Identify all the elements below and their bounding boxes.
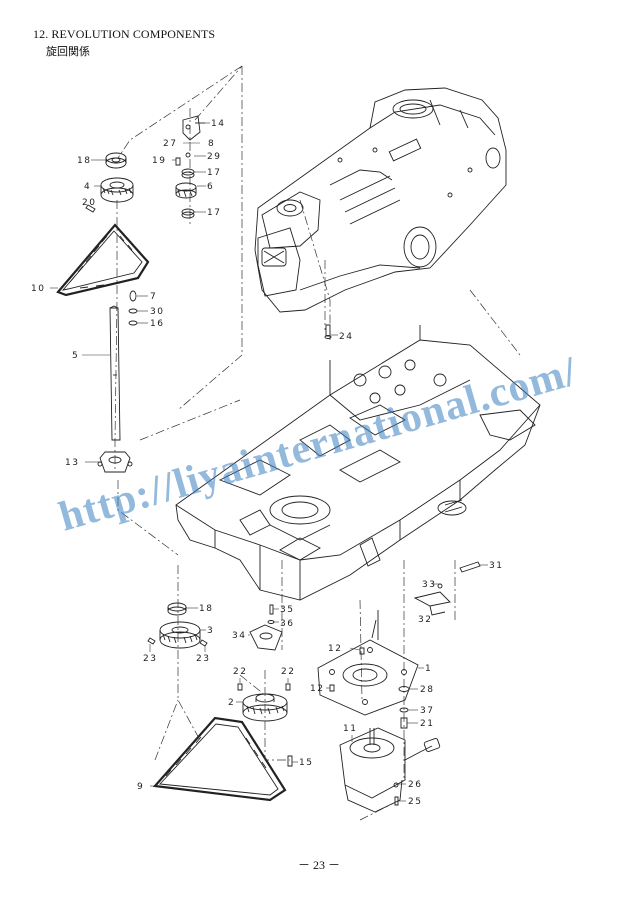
part-label-37: 37 — [420, 706, 434, 716]
motor-unit — [339, 727, 441, 813]
screw-15 — [287, 755, 293, 767]
part-label-12: 12 — [328, 644, 342, 654]
upper-arm-casting — [254, 87, 507, 313]
part-label-27: 27 — [163, 139, 177, 149]
part-label-3: 3 — [207, 626, 214, 636]
part-label-22: 22 — [281, 667, 295, 677]
part-label-13: 13 — [65, 458, 79, 468]
part-label-7: 7 — [150, 292, 157, 302]
part-label-4: 4 — [84, 182, 91, 192]
part-label-16: 16 — [150, 319, 164, 329]
vertical-shaft — [97, 290, 138, 473]
part-label-5: 5 — [72, 351, 79, 361]
part-label-11: 11 — [343, 724, 357, 734]
motor-pulley-assembly — [237, 683, 291, 722]
part-label-32: 32 — [418, 615, 432, 625]
bed-casting — [175, 325, 541, 601]
part-label-19: 19 — [152, 156, 166, 166]
bracket-34 — [249, 604, 283, 651]
part-label-23: 23 — [196, 654, 210, 664]
part-label-22: 22 — [233, 667, 247, 677]
part-label-12: 12 — [310, 684, 324, 694]
part-label-17: 17 — [207, 168, 221, 178]
part-label-21: 21 — [420, 719, 434, 729]
part-label-35: 35 — [280, 605, 294, 615]
part-label-30: 30 — [150, 307, 164, 317]
motor-base-plate — [317, 610, 419, 716]
part-label-14: 14 — [211, 119, 225, 129]
part-label-33: 33 — [422, 580, 436, 590]
part-labels: 14 27 8 18 19 29 17 4 6 20 17 10 7 30 16… — [31, 119, 503, 807]
leader-lines — [50, 122, 488, 802]
part-label-23: 23 — [143, 654, 157, 664]
timing-belt-lower — [152, 716, 287, 802]
center-lines — [114, 65, 521, 821]
page-subtitle: 旋回関係 — [46, 45, 90, 58]
timing-belt-upper — [56, 223, 150, 297]
part-label-17: 17 — [207, 208, 221, 218]
page-title: 12. REVOLUTION COMPONENTS — [33, 27, 216, 41]
part-label-1: 1 — [425, 664, 432, 674]
part-label-18: 18 — [77, 156, 91, 166]
part-label-20: 20 — [82, 198, 96, 208]
part-label-31: 31 — [489, 561, 503, 571]
watermark-url[interactable]: http://liyainternational.com/ — [54, 348, 583, 540]
part-label-15: 15 — [299, 758, 313, 768]
part-label-29: 29 — [207, 152, 221, 162]
part-label-36: 36 — [280, 619, 294, 629]
part-label-10: 10 — [31, 284, 45, 294]
part-label-34: 34 — [232, 631, 246, 641]
upper-pulley-assembly — [85, 115, 205, 219]
part-label-6: 6 — [207, 182, 214, 192]
part-label-9: 9 — [137, 782, 144, 792]
part-label-2: 2 — [228, 698, 235, 708]
part-label-25: 25 — [408, 797, 422, 807]
page-number: － 23 － — [297, 858, 340, 872]
part-label-18: 18 — [199, 604, 213, 614]
part-label-8: 8 — [208, 139, 215, 149]
lower-pulley-assembly — [147, 602, 208, 649]
part-label-26: 26 — [408, 780, 422, 790]
part-label-24: 24 — [339, 332, 353, 342]
part-label-28: 28 — [420, 685, 434, 695]
